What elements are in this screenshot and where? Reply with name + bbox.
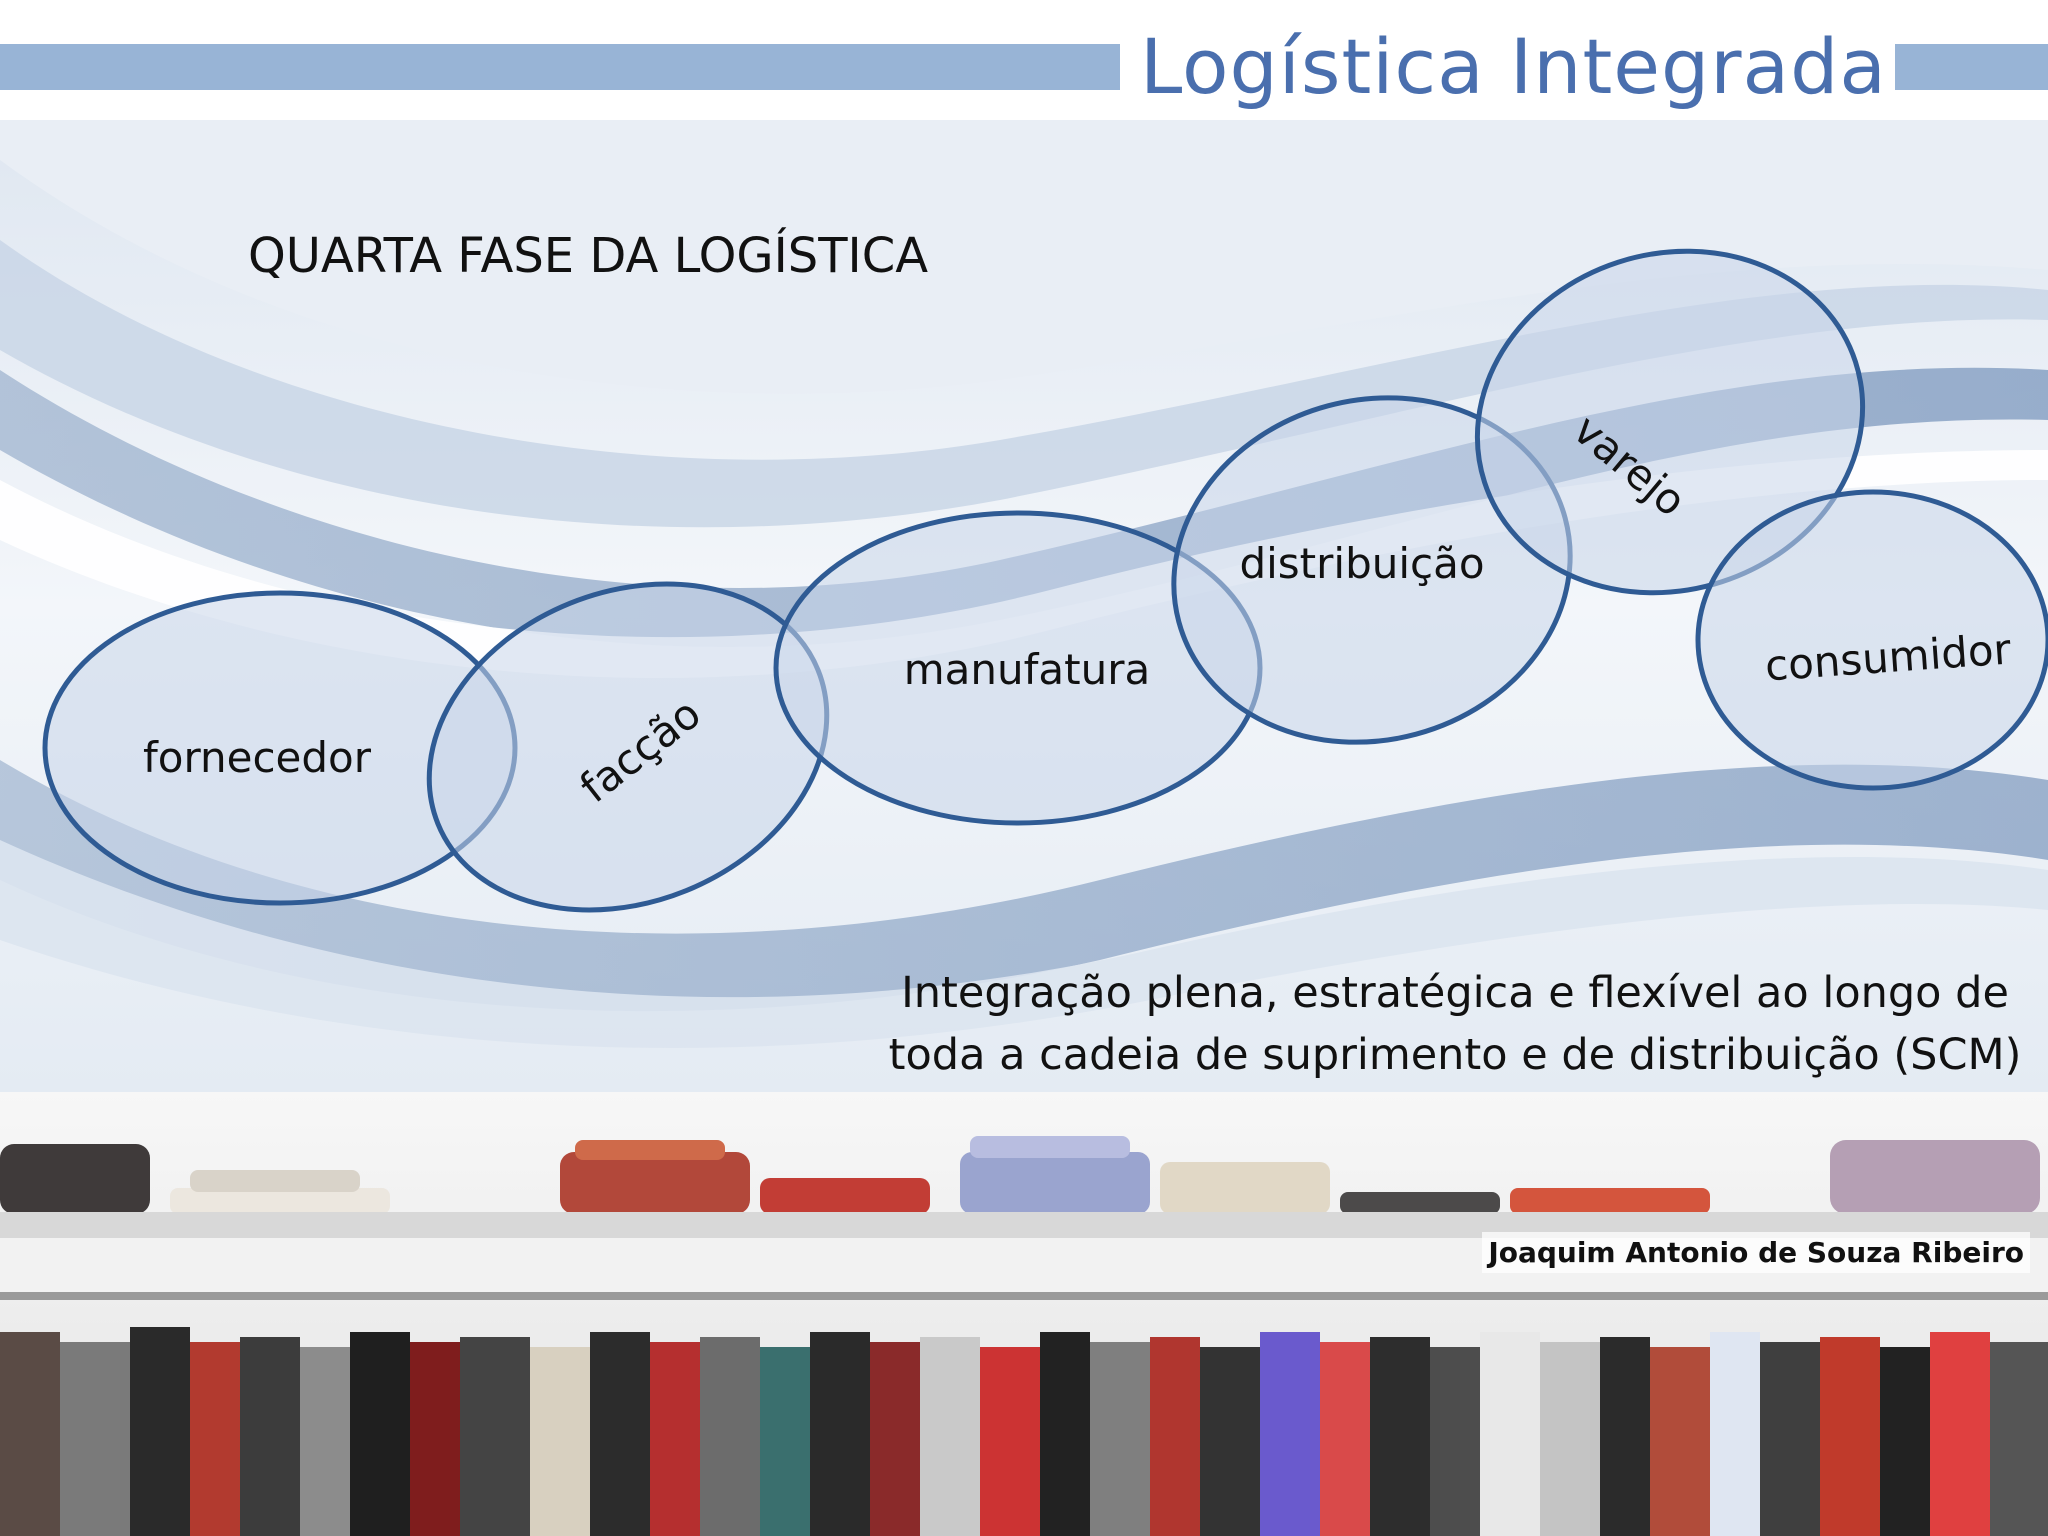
node-fornecedor: fornecedor [42, 590, 518, 906]
clothing-store-photo [0, 1092, 2048, 1536]
author-credit: Joaquim Antonio de Souza Ribeiro [1482, 1232, 2030, 1273]
supply-chain-diagram: fornecedor facção manufatura distribuiçã… [42, 248, 2048, 913]
clothes-rail [0, 1292, 2048, 1300]
node-label-fornecedor: fornecedor [143, 733, 372, 782]
node-consumidor: consumidor [1695, 489, 2048, 791]
header-title: Logística Integrada [1140, 22, 1887, 111]
phase-title: QUARTA FASE DA LOGÍSTICA [248, 228, 929, 284]
header-bar-left [0, 44, 1120, 90]
header-bar-right [1895, 44, 2048, 90]
hanging-clothes [0, 1327, 2048, 1536]
node-label-distribuicao: distribuição [1239, 539, 1484, 588]
node-label-manufatura: manufatura [904, 645, 1151, 694]
summary-line-2: toda a cadeia de suprimento e de distrib… [888, 1030, 2022, 1080]
folded-clothes [0, 1136, 2040, 1214]
node-faccao: facção [426, 581, 830, 913]
summary-text: Integração plena, estratégica e flexível… [880, 962, 2030, 1086]
node-manufatura: manufatura [773, 510, 1263, 826]
summary-line-1: Integração plena, estratégica e flexível… [901, 968, 2009, 1018]
